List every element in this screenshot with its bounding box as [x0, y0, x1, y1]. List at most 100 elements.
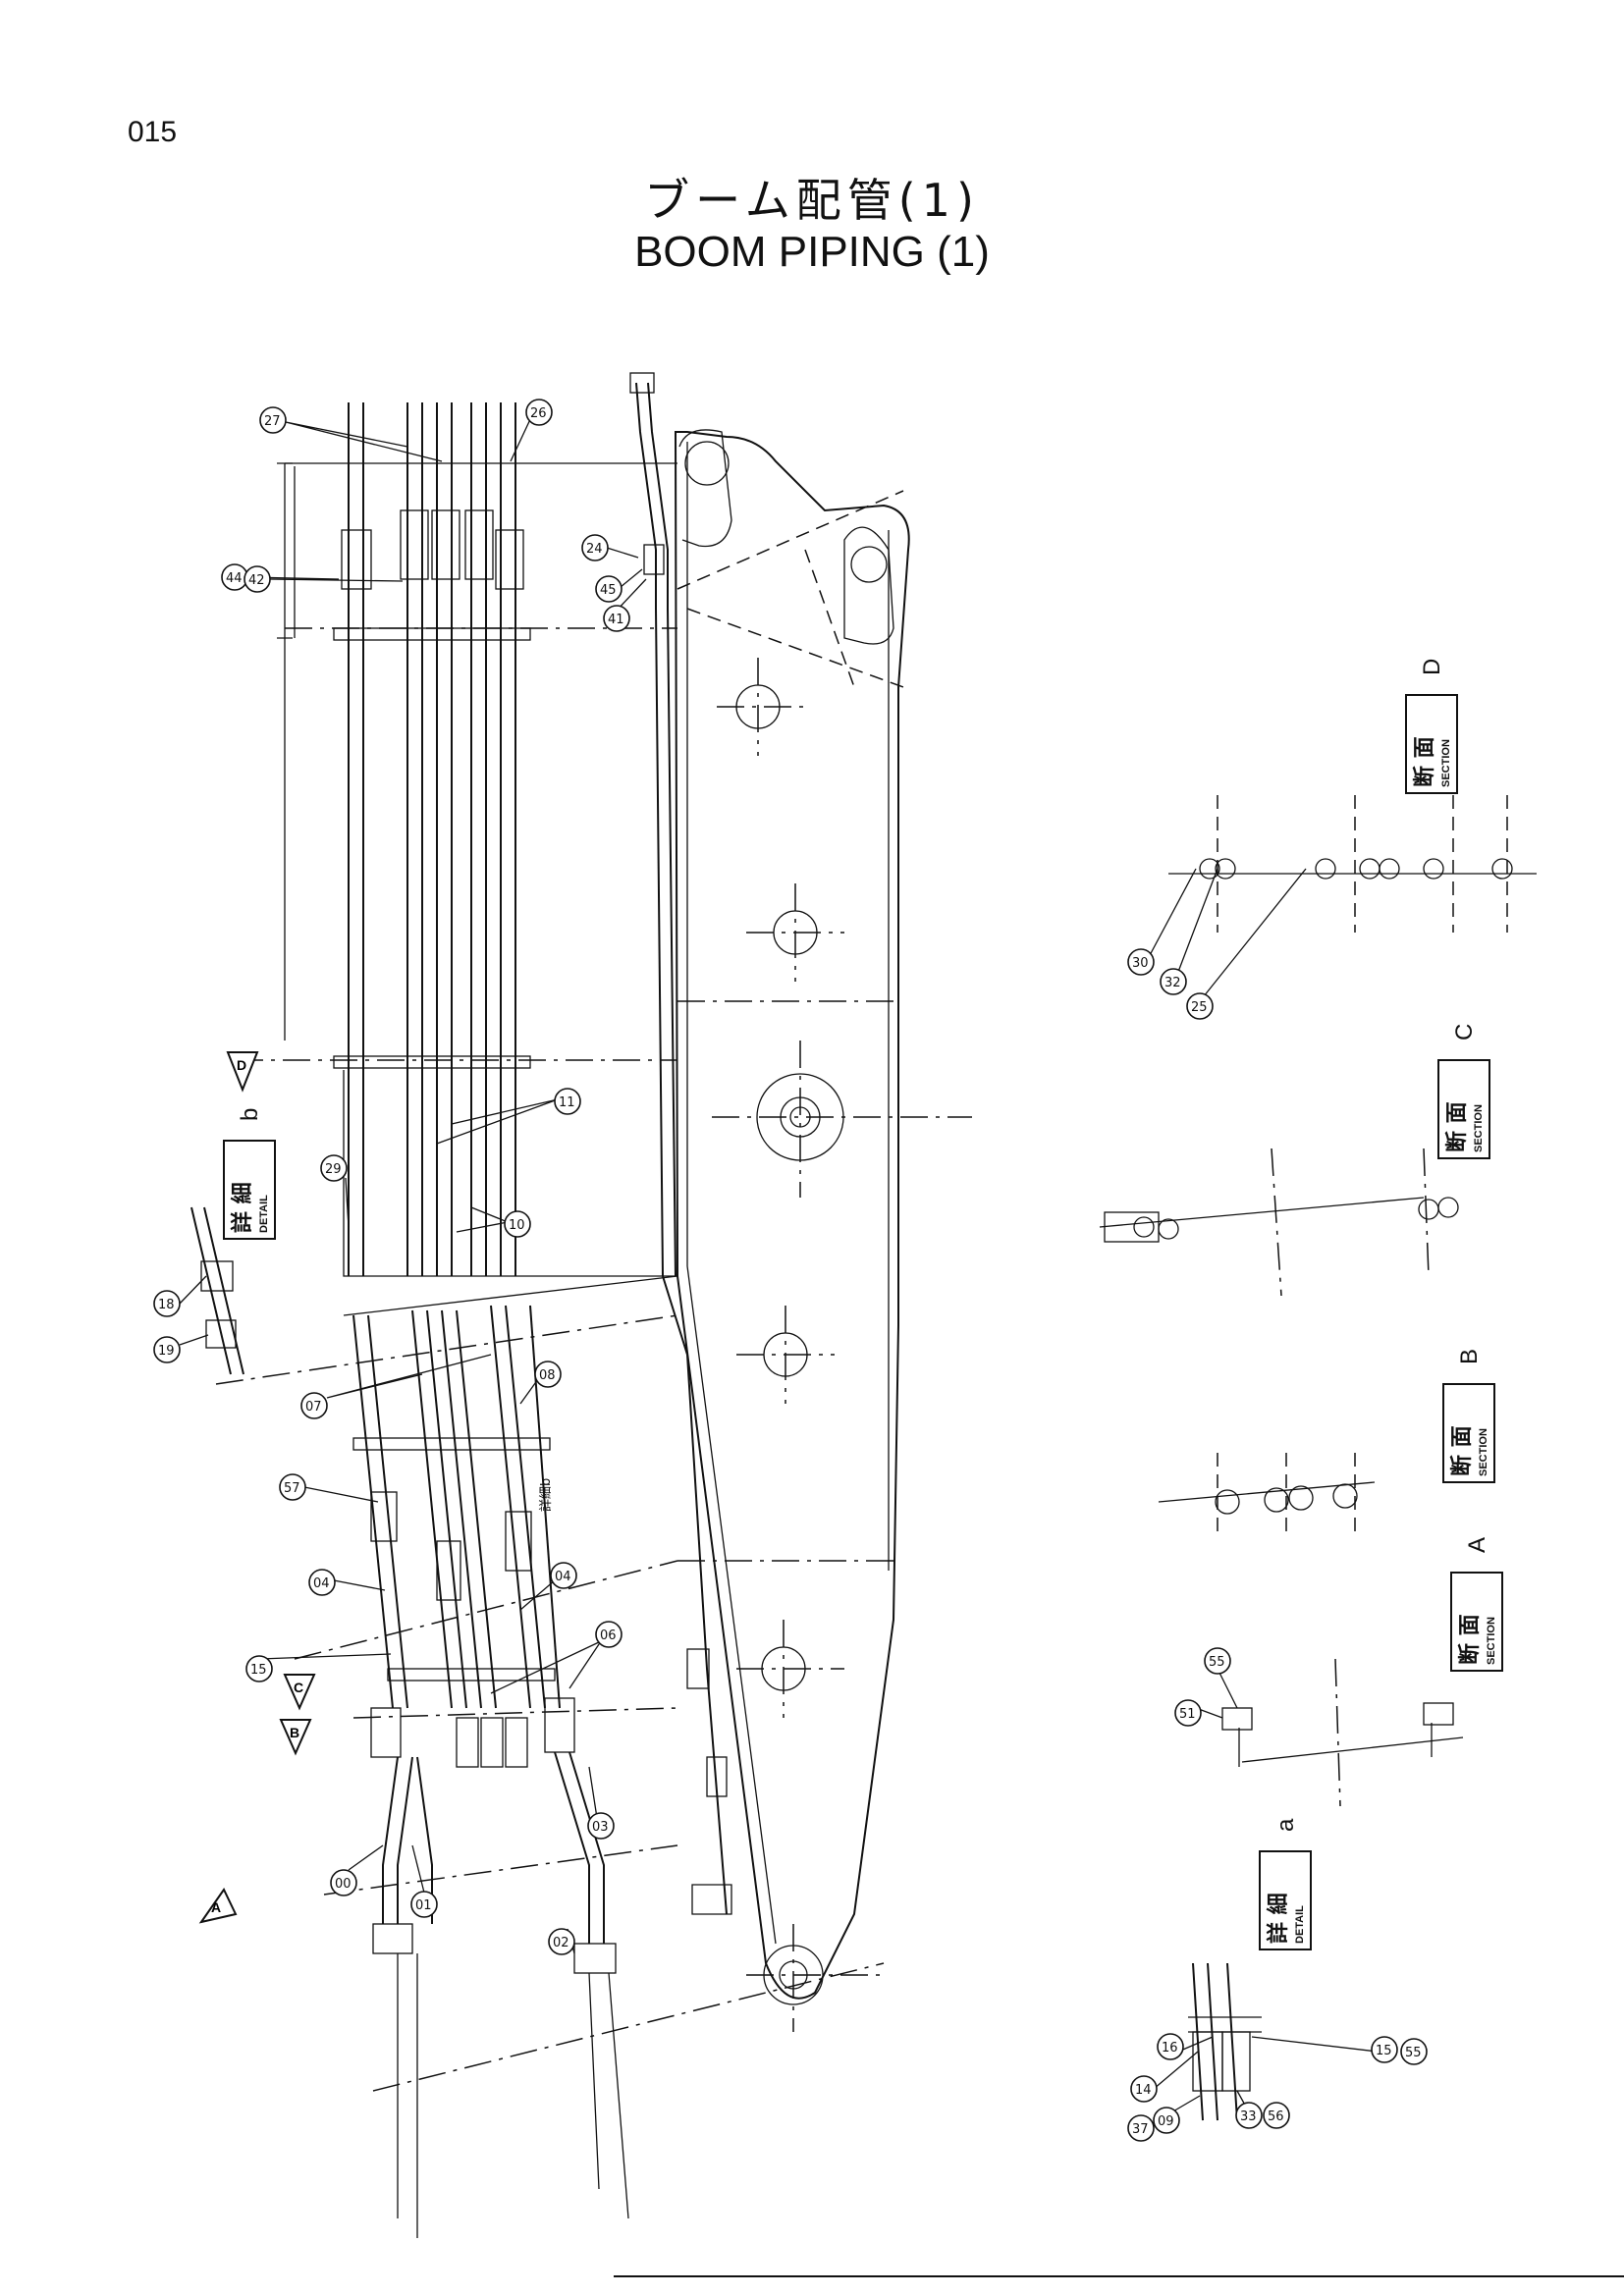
- svg-text:14: 14: [1135, 2083, 1152, 2098]
- callout-55-detail-a: 55: [1400, 2038, 1428, 2065]
- svg-text:16: 16: [1162, 2041, 1178, 2056]
- svg-text:00: 00: [335, 1877, 352, 1892]
- svg-text:詳 細: 詳 細: [230, 1182, 255, 1233]
- svg-text:C: C: [1451, 1024, 1478, 1041]
- svg-text:06: 06: [600, 1629, 617, 1643]
- svg-text:32: 32: [1164, 976, 1181, 990]
- svg-text:29: 29: [325, 1162, 342, 1177]
- svg-text:26: 26: [530, 406, 547, 421]
- svg-text:SECTION: SECTION: [1486, 1617, 1497, 1665]
- svg-text:55: 55: [1209, 1655, 1225, 1670]
- callout-08: 08: [534, 1361, 562, 1388]
- svg-text:51: 51: [1179, 1707, 1196, 1722]
- footer-rule: [614, 2275, 1624, 2277]
- section-label-b: 断 面 SECTION B: [1442, 1349, 1495, 1483]
- section-b-view: [1158, 1453, 1376, 1531]
- svg-text:57: 57: [284, 1481, 300, 1496]
- callout-02: 02: [548, 1928, 575, 1955]
- callout-16: 16: [1157, 2033, 1184, 2060]
- view-arrow-b: B: [279, 1719, 312, 1756]
- svg-text:30: 30: [1132, 956, 1149, 971]
- svg-text:27: 27: [264, 414, 281, 429]
- view-arrow-a: A: [198, 1888, 238, 1924]
- view-arrow-c: C: [283, 1674, 316, 1711]
- view-arrow-d: D: [226, 1051, 259, 1093]
- callout-24: 24: [581, 534, 609, 561]
- callout-42: 42: [244, 565, 271, 593]
- detail-label-b: 詳 細 DETAIL b: [223, 1108, 276, 1240]
- upper-pipe-bundle: [236, 402, 677, 1277]
- callout-10: 10: [504, 1210, 531, 1238]
- callout-30: 30: [1127, 948, 1155, 976]
- svg-text:B: B: [1456, 1349, 1483, 1364]
- svg-text:19: 19: [158, 1344, 175, 1359]
- section-label-c: 断 面 SECTION C: [1437, 1024, 1490, 1159]
- svg-text:11: 11: [559, 1095, 575, 1110]
- callout-44: 44: [221, 563, 248, 591]
- callout-37: 37: [1127, 2114, 1155, 2142]
- svg-text:B: B: [290, 1725, 299, 1740]
- page-title-english: BOOM PIPING (1): [634, 228, 990, 276]
- svg-text:A: A: [1464, 1537, 1490, 1553]
- callout-25: 25: [1186, 992, 1214, 1020]
- svg-text:SECTION: SECTION: [1473, 1104, 1485, 1152]
- callout-27: 27: [259, 406, 287, 434]
- detail-reference-note: 詳細b: [538, 1478, 554, 1512]
- detail-label-a: 詳 細 DETAIL a: [1259, 1818, 1312, 1950]
- svg-text:02: 02: [553, 1936, 569, 1950]
- section-label-d: 断 面 SECTION D: [1405, 659, 1458, 794]
- svg-text:断 面: 断 面: [1449, 1425, 1475, 1476]
- svg-text:33: 33: [1240, 2109, 1257, 2124]
- section-a-view: [1221, 1658, 1464, 1807]
- callout-15-detail-a: 15: [1371, 2036, 1398, 2063]
- boom-outline: [674, 429, 972, 2032]
- callout-14: 14: [1130, 2075, 1158, 2103]
- svg-text:37: 37: [1132, 2122, 1149, 2137]
- svg-text:断 面: 断 面: [1412, 736, 1437, 787]
- svg-text:03: 03: [592, 1820, 609, 1835]
- callout-41: 41: [603, 605, 630, 632]
- section-label-a: 断 面 SECTION A: [1450, 1537, 1503, 1672]
- svg-text:01: 01: [415, 1898, 432, 1913]
- callout-06: 06: [595, 1621, 623, 1648]
- callout-32: 32: [1160, 968, 1187, 995]
- callout-04-right: 04: [550, 1562, 577, 1589]
- svg-text:18: 18: [158, 1298, 175, 1312]
- svg-text:15: 15: [250, 1663, 267, 1678]
- callout-11: 11: [554, 1088, 581, 1115]
- callout-29: 29: [320, 1154, 348, 1182]
- svg-text:42: 42: [248, 573, 265, 588]
- callout-26: 26: [525, 399, 553, 426]
- callout-55-section-a: 55: [1204, 1647, 1231, 1675]
- svg-text:DETAIL: DETAIL: [1294, 1905, 1306, 1944]
- section-c-view: [1099, 1148, 1459, 1297]
- svg-text:25: 25: [1191, 1000, 1208, 1015]
- callout-45: 45: [595, 575, 623, 603]
- section-d-view: [1168, 795, 1537, 933]
- svg-text:10: 10: [509, 1218, 525, 1233]
- svg-text:07: 07: [305, 1400, 322, 1415]
- svg-text:45: 45: [600, 583, 617, 598]
- lower-pipe-bundle: [215, 1275, 885, 2238]
- callout-04-left: 04: [308, 1569, 336, 1596]
- svg-text:55: 55: [1405, 2046, 1422, 2060]
- callout-51: 51: [1174, 1699, 1202, 1727]
- svg-text:詳 細: 詳 細: [1266, 1893, 1291, 1944]
- callout-18: 18: [153, 1290, 181, 1317]
- svg-text:08: 08: [539, 1368, 556, 1383]
- svg-text:b: b: [237, 1108, 263, 1121]
- svg-text:09: 09: [1158, 2114, 1174, 2129]
- svg-text:DETAIL: DETAIL: [258, 1195, 270, 1233]
- page-number: 015: [128, 116, 178, 148]
- svg-text:44: 44: [226, 571, 243, 586]
- diagonal-pipe: [629, 372, 732, 1915]
- svg-text:41: 41: [608, 613, 624, 627]
- svg-text:断 面: 断 面: [1457, 1614, 1483, 1665]
- svg-text:D: D: [237, 1057, 246, 1073]
- svg-text:C: C: [294, 1680, 303, 1695]
- svg-text:24: 24: [586, 542, 603, 557]
- svg-text:04: 04: [313, 1576, 330, 1591]
- svg-text:SECTION: SECTION: [1440, 739, 1452, 787]
- callout-01: 01: [410, 1891, 438, 1918]
- callout-03: 03: [587, 1812, 615, 1840]
